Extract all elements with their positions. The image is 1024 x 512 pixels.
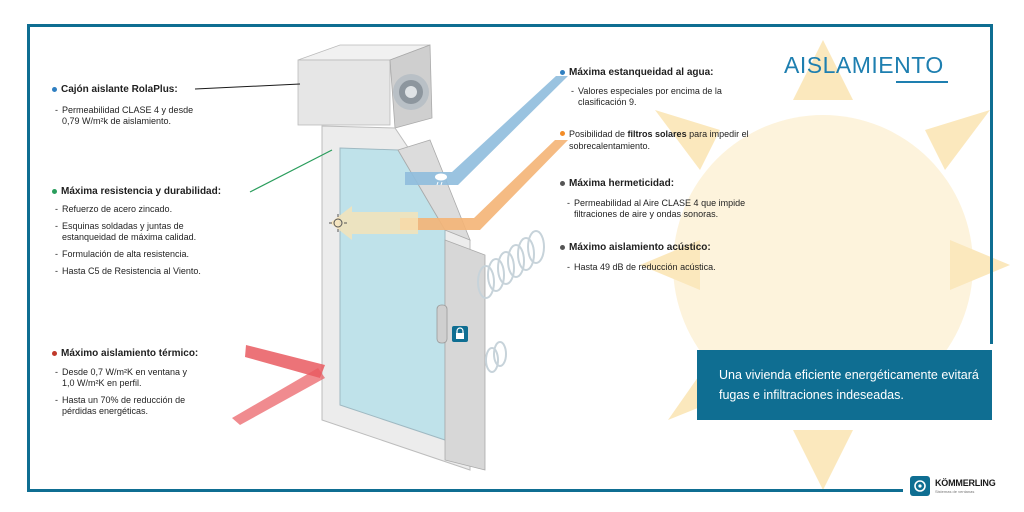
section-roller-box: Cajón aislante RolaPlus: Permeabilidad C… — [52, 84, 242, 133]
section-heading: Máximo aislamiento acústico: — [569, 242, 711, 253]
thermal-arrow — [245, 345, 325, 378]
list-item: Permeabilidad CLASE 4 y desde 0,79 W/m²k… — [52, 105, 212, 127]
bullet-dot-icon — [560, 70, 565, 75]
brand-logo: KÖMMERLING Sistemas de ventanas — [910, 476, 996, 496]
brand-tagline: Sistemas de ventanas — [935, 489, 975, 494]
border-frame-right — [990, 24, 993, 84]
water-arrow — [405, 76, 568, 185]
thermal-arrow-down — [232, 368, 325, 425]
page-title: AISLAMIENTO — [784, 52, 944, 78]
bullet-dot-icon — [560, 245, 565, 250]
rain-cloud-icon — [435, 173, 447, 186]
filters-text-bold: filtros solares — [627, 129, 687, 139]
section-resistance: Máxima resistencia y durabilidad: Refuer… — [52, 186, 242, 283]
sun-icon — [329, 214, 347, 232]
pointer-box — [194, 83, 301, 90]
callout-box: Una vivienda eficiente energéticamente e… — [697, 350, 992, 420]
bullet-dot-icon — [52, 351, 57, 356]
section-heading: Máxima estanqueidad al agua: — [569, 67, 714, 78]
bullet-dot-icon — [560, 181, 565, 186]
brand-name: KÖMMERLING — [935, 478, 996, 488]
section-solar-filters: Posibilidad de filtros solares para impe… — [560, 128, 765, 152]
bullet-dot-icon — [52, 87, 57, 92]
bullet-dot-icon — [52, 189, 57, 194]
section-water: Máxima estanqueidad al agua: Valores esp… — [560, 67, 760, 114]
list-item: Esquinas soldadas y juntas de estanqueid… — [52, 221, 227, 243]
section-acoustic: Máximo aislamiento acústico: Hasta 49 dB… — [560, 242, 765, 279]
lock-icon — [452, 326, 468, 342]
border-frame-right-lower — [990, 84, 993, 344]
section-airtight: Máxima hermeticidad: Permeabilidad al Ai… — [560, 178, 765, 226]
section-heading: Cajón aislante RolaPlus: — [61, 84, 178, 95]
border-frame — [27, 24, 992, 491]
roller-shutter-box — [297, 44, 433, 129]
list-item: Hasta un 70% de reducción de pérdidas en… — [52, 395, 202, 417]
sun-light-arrow — [352, 212, 418, 234]
section-heading: Máximo aislamiento térmico: — [61, 348, 199, 359]
sound-wave-spring — [477, 230, 545, 373]
section-thermal: Máximo aislamiento térmico: Desde 0,7 W/… — [52, 348, 242, 423]
filters-text-before: Posibilidad de — [569, 129, 628, 139]
list-item: Hasta C5 de Resistencia al Viento. — [52, 266, 227, 277]
list-item: Desde 0,7 W/m²K en ventana y 1,0 W/m²K e… — [52, 367, 202, 389]
title-underline — [896, 81, 948, 83]
pointer-resistance — [249, 149, 333, 193]
list-item: Hasta 49 dB de reducción acústica. — [564, 262, 754, 273]
list-item: Formulación de alta resistencia. — [52, 249, 227, 260]
section-heading: Máxima resistencia y durabilidad: — [61, 186, 222, 197]
filters-text-after: para impedir el sobrecalentamiento. — [569, 129, 749, 151]
border-frame-bottom — [27, 489, 903, 492]
section-heading: Máxima hermeticidad: — [569, 178, 675, 189]
list-item: Valores especiales por encima de la clas… — [568, 86, 743, 108]
brand-logo-icon — [910, 476, 930, 496]
list-item: Refuerzo de acero zincado. — [52, 204, 227, 215]
list-item: Permeabilidad al Aire CLASE 4 que impide… — [564, 198, 754, 220]
bullet-dot-icon — [560, 131, 565, 136]
